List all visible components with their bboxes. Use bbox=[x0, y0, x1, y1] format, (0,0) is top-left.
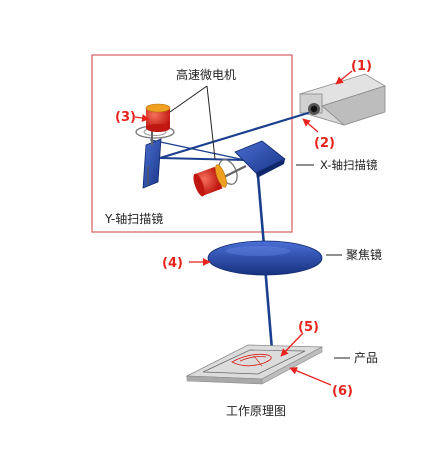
y-mirror-label: Y-轴扫描镜 bbox=[104, 211, 163, 226]
laser-source-icon bbox=[298, 73, 386, 126]
lens-label: 聚焦镜 bbox=[346, 247, 382, 262]
marker-3: (3) bbox=[115, 110, 136, 125]
marker-1: (1) bbox=[351, 59, 372, 74]
motor-icon bbox=[193, 164, 227, 197]
marker-4: (4) bbox=[162, 256, 183, 271]
label-leader-lines bbox=[296, 164, 350, 359]
motor-leader-lines bbox=[169, 85, 216, 160]
motors-label: 高速微电机 bbox=[176, 67, 236, 82]
focusing-lens-icon bbox=[207, 240, 323, 276]
marker-arrows bbox=[134, 70, 353, 386]
workpiece-icon bbox=[185, 344, 324, 385]
scan-head-frame bbox=[91, 54, 293, 233]
caption-label: 工作原理图 bbox=[226, 404, 286, 418]
laser-beam bbox=[150, 111, 310, 364]
product-label: 产品 bbox=[354, 351, 378, 365]
x-mirror-label: X-轴扫描镜 bbox=[320, 158, 378, 172]
marker-2: (2) bbox=[314, 136, 335, 151]
marker-6: (6) bbox=[332, 384, 353, 399]
motor-icon bbox=[145, 103, 171, 132]
marker-5: (5) bbox=[298, 320, 319, 335]
